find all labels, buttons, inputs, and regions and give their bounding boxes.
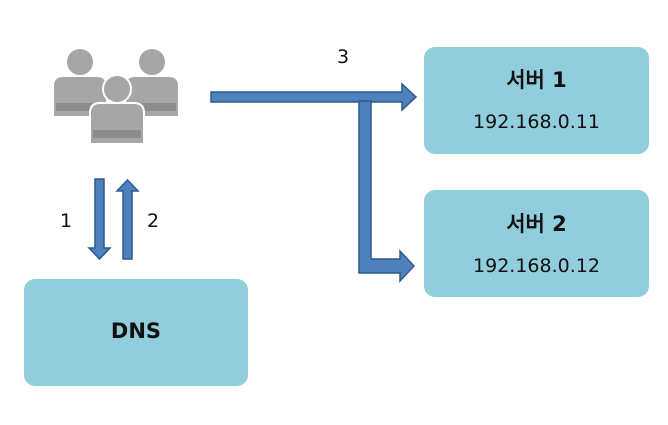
step-label-2: 2 — [147, 210, 160, 232]
step-label-3: 3 — [337, 46, 350, 68]
response-arrow-up — [115, 178, 140, 260]
dns-box: DNS — [24, 279, 248, 386]
dns-label: DNS — [110, 319, 162, 343]
step-label-1: 1 — [60, 210, 73, 232]
users-group-icon — [52, 47, 180, 145]
query-arrow-down — [87, 178, 112, 261]
server-1-ip: 192.168.0.11 — [473, 111, 600, 133]
request-arrow-server-2 — [358, 100, 416, 283]
server-1-name: 서버 1 — [506, 68, 567, 92]
server-2-box: 서버 2 192.168.0.12 — [424, 190, 649, 297]
server-1-box: 서버 1 192.168.0.11 — [424, 47, 649, 154]
request-arrow-server-1 — [210, 82, 418, 112]
server-2-ip: 192.168.0.12 — [473, 255, 600, 277]
server-2-name: 서버 2 — [506, 212, 567, 236]
